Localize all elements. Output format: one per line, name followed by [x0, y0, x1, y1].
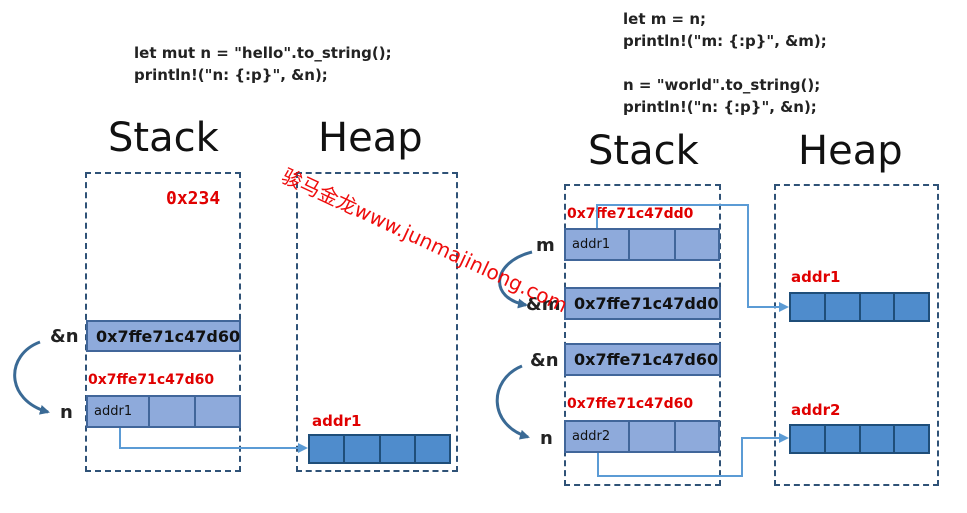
- left-var-label: n: [60, 402, 73, 423]
- right-n-string: addr2: [564, 420, 720, 453]
- left-var-string: addr1: [86, 395, 241, 428]
- right-n-addr: 0x7ffe71c47d60: [567, 396, 694, 412]
- left-ref-value: 0x7ffe71c47d60: [96, 326, 241, 346]
- right-heap-title: Heap: [798, 128, 903, 174]
- left-code-line-1: let mut n = "hello".to_string();: [134, 44, 392, 62]
- right-heap2-byte-2: [826, 426, 861, 452]
- left-heap-buffer: [308, 434, 451, 464]
- left-code-line-2: println!("n: {:p}", &n);: [134, 66, 328, 84]
- left-var-len-cell: [150, 397, 196, 426]
- left-heap-addr: addr1: [312, 412, 362, 430]
- left-var-addr: 0x7ffe71c47d60: [88, 372, 215, 388]
- right-n-label: n: [540, 428, 553, 449]
- right-heap-addr2: addr2: [791, 401, 841, 419]
- left-ref-cell: 0x7ffe71c47d60: [86, 320, 241, 352]
- left-var-ptr-cell: addr1: [88, 397, 150, 426]
- right-mref-curve-arrow: [498, 250, 533, 309]
- left-ref-label: &n: [50, 326, 79, 347]
- right-heap1-byte-3: [861, 294, 896, 320]
- right-nref-value: 0x7ffe71c47d60: [574, 350, 719, 369]
- right-n-len-cell: [630, 422, 676, 451]
- right-heap2-byte-1: [791, 426, 826, 452]
- right-m-label: m: [536, 235, 555, 256]
- left-heap-byte-3: [381, 436, 416, 462]
- right-mref-value: 0x7ffe71c47dd0: [574, 294, 719, 313]
- right-heap2-byte-3: [861, 426, 896, 452]
- right-nref-label: &n: [530, 350, 559, 371]
- right-heap-addr1: addr1: [791, 268, 841, 286]
- right-m-string: addr1: [564, 228, 720, 261]
- right-n-ptr-cell: addr2: [566, 422, 630, 451]
- right-code-block: let m = n; println!("m: {:p}", &m); n = …: [623, 8, 827, 118]
- right-code-line-2: println!("m: {:p}", &m);: [623, 32, 827, 50]
- right-m-ptr-arrow: [596, 204, 789, 312]
- right-code-line-5: println!("n: {:p}", &n);: [623, 98, 817, 116]
- right-mref-label: &m: [526, 294, 561, 315]
- left-code-block: let mut n = "hello".to_string(); println…: [134, 42, 392, 86]
- left-heap-region: [296, 172, 458, 472]
- right-heap-region: [774, 184, 939, 486]
- right-heap1-byte-1: [791, 294, 826, 320]
- right-nref-cell: 0x7ffe71c47d60: [564, 343, 721, 376]
- left-heap-title: Heap: [318, 115, 423, 161]
- left-heap-byte-2: [345, 436, 381, 462]
- right-heap-buffer-1: [789, 292, 930, 322]
- left-ref-curve-arrow: [13, 340, 50, 415]
- right-code-line-1: let m = n;: [623, 10, 707, 28]
- right-n-ptr-arrow: [597, 433, 789, 477]
- left-ptr-arrow: [119, 428, 308, 453]
- right-stack-region: [564, 184, 721, 486]
- right-m-len-cell: [630, 230, 676, 259]
- right-m-addr: 0x7ffe71c47dd0: [567, 206, 694, 222]
- right-code-line-4: n = "world".to_string();: [623, 76, 821, 94]
- right-stack-title: Stack: [588, 128, 699, 174]
- left-stack-title: Stack: [108, 115, 219, 161]
- right-mref-cell: 0x7ffe71c47dd0: [564, 287, 721, 320]
- right-m-ptr-cell: addr1: [566, 230, 630, 259]
- left-stack-top-addr: 0x234: [166, 188, 221, 209]
- right-heap1-byte-2: [826, 294, 861, 320]
- left-heap-byte-1: [310, 436, 346, 462]
- right-nref-curve-arrow: [495, 364, 530, 440]
- right-heap-buffer-2: [789, 424, 930, 454]
